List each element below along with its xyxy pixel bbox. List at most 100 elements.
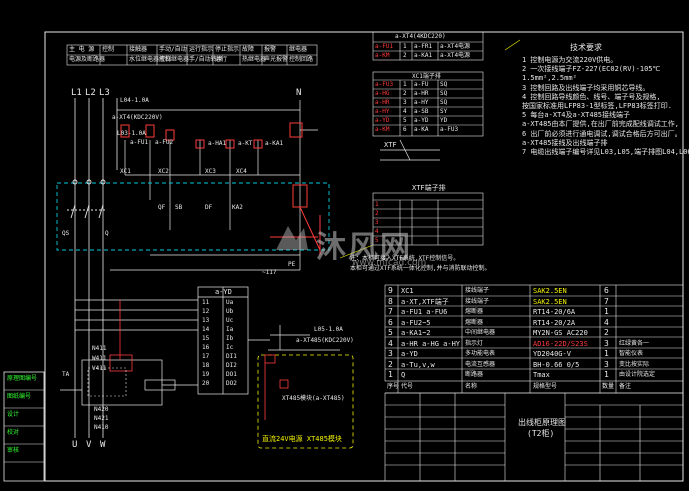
label-xt485: a-XT485(KDC220V) bbox=[296, 337, 354, 344]
bom-row-no: 9 bbox=[388, 286, 393, 295]
module-terminal-right: Ia bbox=[226, 326, 234, 333]
cabinet-boundary bbox=[56, 182, 330, 251]
bom-row-name: 电流互感器 bbox=[465, 360, 496, 368]
drawing-border bbox=[44, 31, 684, 482]
left-strip-label: 校对 bbox=[7, 429, 20, 436]
terminal-w: W bbox=[100, 440, 106, 450]
title-block-title: 出线柜原理图 bbox=[518, 418, 566, 427]
xtf-cell: 1 bbox=[375, 201, 379, 208]
xc1-cell: 3 bbox=[403, 99, 407, 106]
phase-label-l2: L2 bbox=[85, 88, 96, 98]
label-xt4-ctrl: a-XT4(KDC220V) bbox=[112, 114, 163, 121]
bom-row-no: 7 bbox=[388, 307, 393, 316]
tech-title: 技术要求 bbox=[570, 43, 602, 52]
bom-row-qty: 4 bbox=[604, 317, 609, 327]
bom-row-name: 多功能电表 bbox=[465, 350, 496, 357]
bom-row-note: 变比按实际 bbox=[619, 360, 650, 368]
top-contact-cell: a-KM bbox=[375, 52, 390, 59]
label-xc4: XC4 bbox=[236, 168, 247, 175]
bom-row-qty: 3 bbox=[604, 338, 609, 348]
bom-row-qty: 6 bbox=[604, 286, 609, 295]
bom-table-grid bbox=[384, 284, 684, 394]
xc1-cell: 2 bbox=[403, 90, 407, 97]
xc1-cell: a-HR bbox=[375, 99, 390, 106]
header-subcell: 控制回路 bbox=[289, 56, 314, 63]
header-subcell: 运行 bbox=[215, 56, 228, 63]
bom-row-code: a-XT,XTF端子 bbox=[401, 297, 449, 306]
xtf-cell: 2 bbox=[375, 210, 379, 217]
xc1-table-grid bbox=[372, 71, 484, 137]
label-xc1: XC1 bbox=[120, 168, 131, 175]
bom-row-code: a-FU1 a-FU6 bbox=[401, 308, 448, 316]
phase-lines bbox=[74, 98, 118, 438]
left-strip-lines bbox=[4, 389, 44, 463]
module-terminal-left: 11 bbox=[202, 299, 210, 306]
module-title: a-YD bbox=[215, 288, 232, 296]
label-ha: a-HA1 bbox=[208, 140, 227, 147]
module-terminal-left: 15 bbox=[202, 335, 210, 342]
label-sb: SB bbox=[175, 204, 183, 211]
top-contact-cell: a-XT4电源 bbox=[440, 52, 471, 59]
label-xc2: XC2 bbox=[158, 168, 169, 175]
label-n420: N420 bbox=[94, 406, 109, 413]
label-top-busbar: L04-1.0A bbox=[120, 97, 149, 104]
control-components bbox=[120, 122, 321, 255]
header-cell: 手动/自动 bbox=[159, 46, 187, 53]
tech-note-line: 2 一次接线端子FZ-227(EC02(RV)-105℃ bbox=[522, 65, 661, 74]
header-cell: 接触器 bbox=[129, 46, 148, 53]
bom-row-qty: 7 bbox=[604, 296, 609, 306]
bom-row-spec: RT14-20/2A bbox=[533, 318, 576, 327]
top-contact-cell: a-FR1 bbox=[414, 43, 433, 50]
label-pe: PE bbox=[288, 261, 296, 268]
xc1-table-title: XC1端子排 bbox=[412, 73, 441, 80]
bom-row-name: 中间继电器 bbox=[465, 329, 496, 336]
bom-header-cell: 代号 bbox=[401, 383, 414, 390]
label-xtf: XTF bbox=[384, 141, 397, 149]
xt485-region bbox=[248, 325, 340, 351]
bom-header-cell: 规格型号 bbox=[533, 383, 558, 390]
bom-row-no: 2 bbox=[388, 359, 393, 369]
title-block-grid bbox=[384, 392, 684, 482]
control-bus bbox=[110, 100, 318, 271]
terminal-v: V bbox=[86, 440, 92, 450]
label-w411: W411 bbox=[92, 355, 107, 362]
xtf-cell: 5 bbox=[375, 237, 379, 244]
bom-row-spec: BH-0.66 0/5 bbox=[533, 360, 580, 369]
title-block-sub: (T2柜) bbox=[527, 429, 555, 438]
module-terminal-left: 20 bbox=[202, 380, 210, 387]
tech-note-line: a-XT485接线及出线端子排 bbox=[522, 138, 608, 147]
phase-label-n: N bbox=[296, 88, 302, 98]
header-cell: 故障 bbox=[242, 46, 255, 53]
watermark-logo bbox=[272, 222, 312, 258]
label-xt485-note: XT485模块(a-XT485) bbox=[282, 395, 345, 402]
bom-row-no: 4 bbox=[388, 338, 393, 348]
left-strip-label: 设计 bbox=[7, 411, 20, 418]
xc1-cell: a-HR bbox=[414, 90, 429, 97]
module-terminal-left: 19 bbox=[202, 371, 210, 378]
bom-row-code: a-YD bbox=[401, 350, 418, 358]
left-strip-label: 审核 bbox=[7, 447, 20, 454]
module-terminal-right: DI2 bbox=[226, 362, 237, 369]
bom-row-name: 熔断器 bbox=[465, 308, 484, 315]
xc1-cell: SQ bbox=[440, 90, 448, 97]
module-block bbox=[197, 286, 249, 395]
header-cell: 运行指示 bbox=[189, 46, 214, 53]
bom-row-spec: SAK2.5EN bbox=[533, 287, 567, 295]
label-qs: QS bbox=[62, 230, 70, 237]
ct-meter-region bbox=[60, 299, 198, 406]
xc1-cell: a-SB bbox=[414, 108, 429, 115]
label-l03: L03-1.0A bbox=[117, 130, 146, 137]
label-df: DF bbox=[205, 204, 213, 211]
bom-row-qty: 1 bbox=[604, 370, 609, 379]
bom-row-spec: YD2040G-V bbox=[533, 350, 571, 358]
bom-row-code: a-Tu,v,w bbox=[401, 360, 435, 369]
xc1-cell: a-FU3 bbox=[375, 81, 394, 88]
xc1-cell: SQ bbox=[440, 81, 448, 88]
bom-header-cell: 序号 bbox=[387, 383, 400, 390]
label-ka2: KA2 bbox=[232, 204, 243, 211]
bom-row-qty: 2 bbox=[604, 328, 609, 337]
xc1-cell: a-HY bbox=[375, 108, 390, 115]
label-xc3: XC3 bbox=[205, 168, 216, 175]
bom-header-cell: 备注 bbox=[619, 383, 632, 390]
